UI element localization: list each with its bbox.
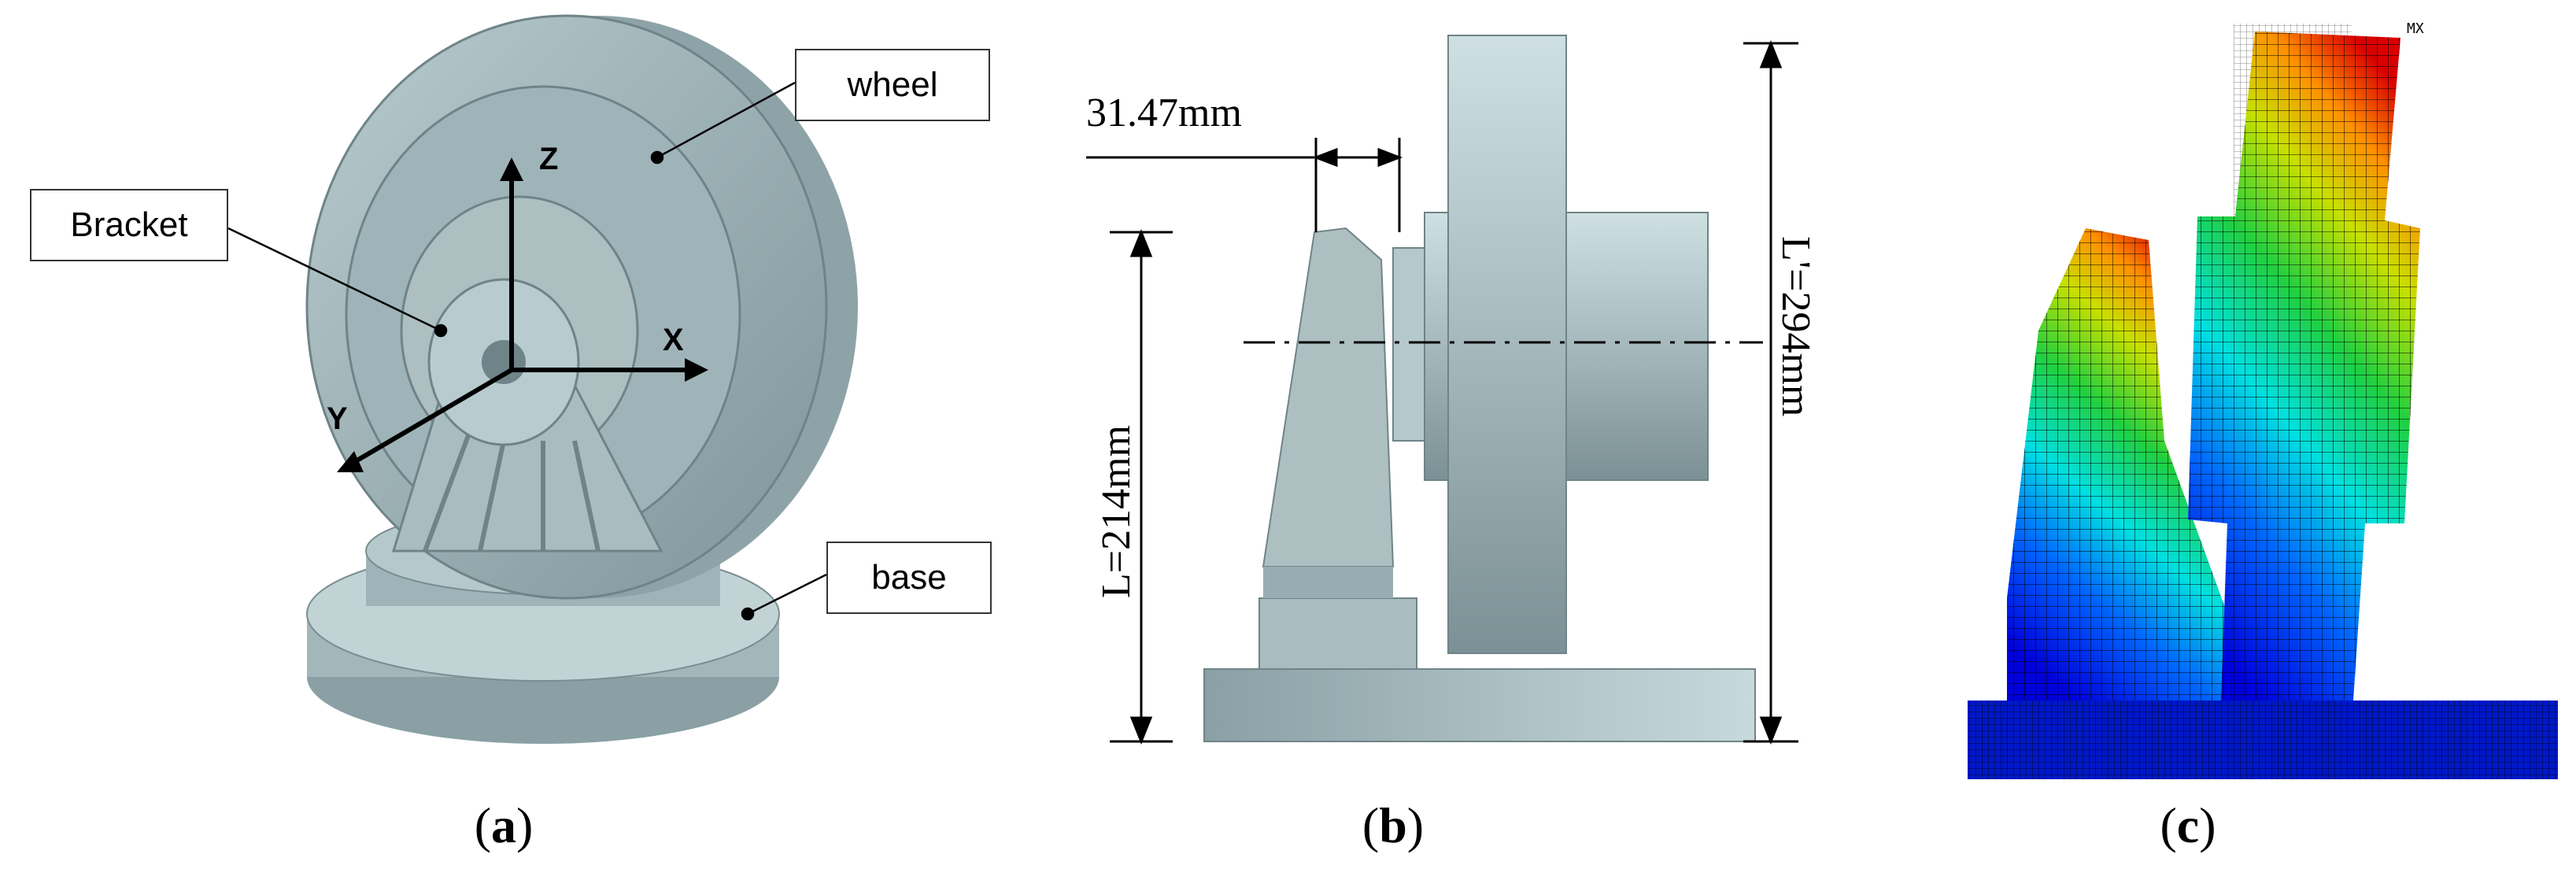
- callout-leaders: [227, 81, 827, 621]
- fem-base-mesh: [1968, 701, 2558, 779]
- side-bracket-foot: [1263, 567, 1393, 598]
- side-hub: [1392, 247, 1425, 442]
- caption-c: (c): [2160, 797, 2216, 853]
- bracket-body: [391, 278, 663, 553]
- caption-a: (a): [474, 797, 534, 853]
- side-view-drawing: 31.47mm L=214mm L'=294mm: [1086, 35, 1818, 745]
- base-callout: base: [826, 542, 992, 614]
- isometric-model-drawing: Z X Y: [227, 14, 858, 744]
- fem-bracket-mesh: [2007, 228, 2227, 701]
- wheel-callout: wheel: [795, 49, 990, 121]
- side-base-boss: [1258, 597, 1417, 670]
- fem-deformation-plot: MX: [1968, 20, 2558, 779]
- x-axis-label: X: [663, 323, 684, 357]
- panel-c-fem-contour: MX (c): [1881, 0, 2576, 891]
- total-height-label: L'=294mm: [1773, 236, 1818, 416]
- total-height-dimension: [1743, 39, 1798, 745]
- side-base: [1203, 668, 1756, 742]
- max-marker-label: MX: [2407, 20, 2424, 37]
- z-axis-label: Z: [539, 142, 558, 176]
- bracket-height-dimension: [1110, 228, 1173, 745]
- side-wheel-tire: [1447, 35, 1567, 654]
- side-bracket: [1262, 227, 1395, 568]
- offset-dimension: [1086, 138, 1403, 232]
- bracket-callout: Bracket: [30, 189, 228, 261]
- panel-b-side-view: 31.47mm L=214mm L'=294mm (b): [905, 0, 1881, 891]
- coordinate-axes: Z X Y: [327, 142, 708, 472]
- offset-dimension-label: 31.47mm: [1086, 91, 1242, 135]
- fem-wheel-mesh: [2188, 31, 2420, 701]
- bracket-height-label: L=214mm: [1094, 425, 1139, 598]
- y-axis-label: Y: [327, 401, 348, 436]
- panel-a-isometric-model: Z X Y wheel Bracket base (a): [0, 0, 992, 891]
- caption-b: (b): [1362, 797, 1425, 853]
